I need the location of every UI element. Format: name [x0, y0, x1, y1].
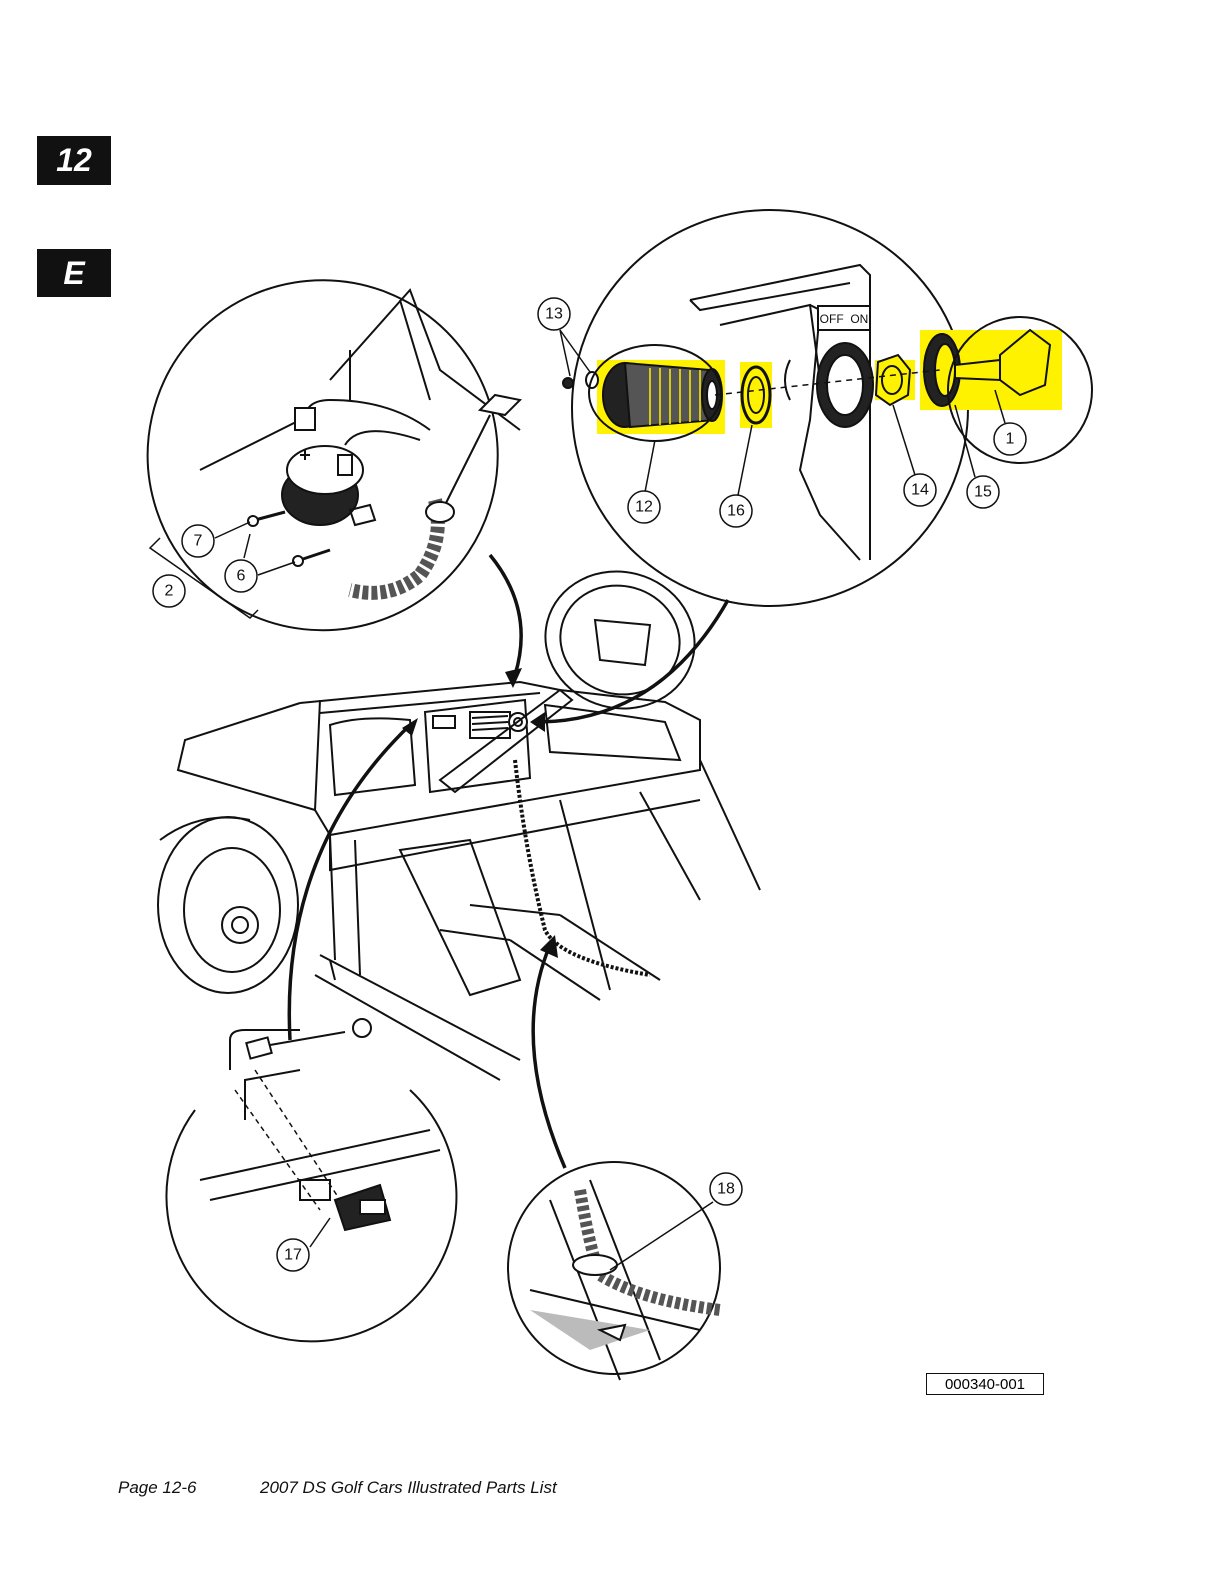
switch-position-label: OFF ON	[820, 312, 869, 326]
callout-6	[224, 559, 258, 593]
callout-1	[993, 422, 1027, 456]
callout-leaders	[148, 329, 1006, 1271]
callout-label: 7	[194, 533, 203, 550]
figure-number: 000340-001	[926, 1373, 1044, 1395]
callout-label: 6	[237, 568, 246, 585]
footer-document-title: 2007 DS Golf Cars Illustrated Parts List	[260, 1478, 557, 1497]
golf-car-body	[157, 570, 761, 1081]
callout-label: 16	[727, 503, 745, 520]
callout-label: 14	[911, 482, 929, 499]
callout-label: 13	[545, 306, 563, 323]
key-switch-detail-view	[571, 209, 969, 607]
callout-15	[966, 475, 1000, 509]
callout-18	[709, 1172, 743, 1206]
callout-label: 2	[165, 583, 174, 600]
subsection-tab: E	[37, 249, 111, 297]
harness-clip-detail-view	[507, 1161, 721, 1381]
callout-17	[276, 1238, 310, 1272]
callout-12	[627, 490, 661, 524]
callout-label: 17	[284, 1247, 302, 1264]
switch-body-part	[588, 344, 723, 442]
callout-16	[719, 494, 753, 528]
connector-arrows	[287, 553, 730, 1169]
footer-page-number: Page 12-6	[118, 1478, 197, 1497]
callout-label: 12	[635, 499, 653, 516]
buzzer-detail-view	[146, 279, 523, 632]
callout-2	[152, 574, 186, 608]
section-tab: 12	[37, 136, 111, 185]
callout-14	[903, 473, 937, 507]
callout-label: 15	[974, 484, 992, 501]
callout-13	[537, 297, 571, 331]
callout-7	[181, 524, 215, 558]
callout-numbers	[152, 297, 1027, 1272]
outlet-detail-view	[165, 1018, 458, 1343]
callout-label: 1	[1006, 431, 1015, 448]
callout-label: 18	[717, 1181, 735, 1198]
